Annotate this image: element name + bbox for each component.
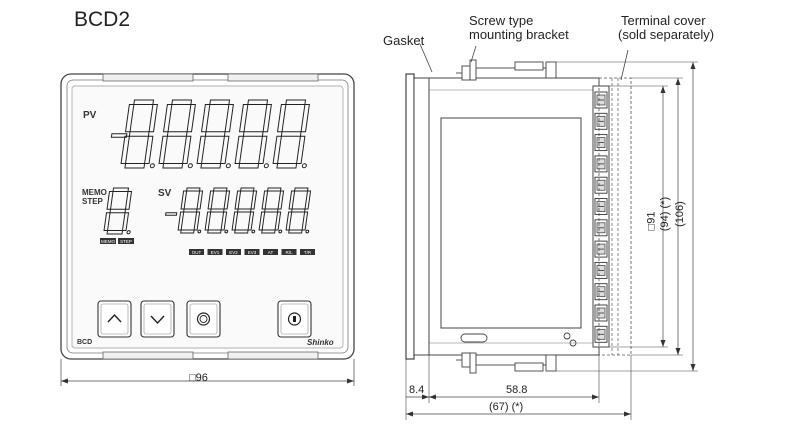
outer-height-dimension: (106) — [673, 201, 686, 227]
sv-digit-4 — [258, 187, 285, 234]
terminal-screw-11 — [594, 304, 608, 322]
pv-label: PV — [83, 110, 97, 121]
terminal-screw-8 — [594, 240, 608, 258]
bracket-leader — [470, 45, 477, 63]
terminal-screw-7 — [594, 219, 608, 237]
pv-digit-2 — [158, 99, 196, 169]
bracket-label-line2: mounting bracket — [469, 27, 569, 42]
indicator-step: STEP — [118, 238, 134, 244]
cover-label-line2: (sold separately) — [618, 27, 715, 42]
indicator-out: OUT — [189, 249, 204, 255]
memo-step-label: MEMO STEP — [82, 188, 107, 206]
pv-digit-3 — [196, 99, 234, 169]
side-label-window — [440, 117, 582, 329]
total-depth-dimension: (67) (*) — [489, 401, 524, 413]
sv-digit-3 — [231, 187, 258, 234]
down-key[interactable] — [140, 300, 175, 338]
terminal-screw-9 — [594, 261, 608, 279]
terminal-screw-4 — [594, 155, 608, 173]
front-bezel-inner — [66, 79, 349, 354]
svg-text:T/R: T/R — [304, 250, 312, 255]
gasket-label: Gasket — [383, 33, 425, 48]
sv-digit-2 — [204, 187, 231, 234]
pv-digit-1 — [120, 99, 158, 169]
front-clip-top-left — [102, 73, 194, 82]
svg-text:R/L: R/L — [285, 250, 293, 255]
cover-label-line1: Terminal cover — [621, 13, 706, 28]
terminal-screw-6 — [594, 198, 608, 215]
terminal-cover — [598, 77, 632, 356]
pv-display — [110, 99, 310, 169]
front-flange — [413, 77, 430, 356]
cover-leader — [620, 49, 629, 81]
pv-digit-5 — [272, 99, 310, 169]
memo-label: MEMO — [82, 188, 107, 197]
terminal-screw-3 — [594, 134, 608, 152]
indicator-t-r: T/R — [300, 249, 315, 255]
pv-digit-4 — [234, 99, 272, 169]
memo-step-display — [103, 187, 133, 235]
terminal-screws — [594, 91, 608, 343]
status-indicator-row: OUT EV1 EV2 EV3 AT R/L T/R — [189, 249, 315, 255]
indicator-ev1: EV1 — [207, 249, 223, 255]
front-clip-bottom-left — [102, 351, 194, 360]
side-slot — [460, 333, 488, 343]
terminal-block — [592, 85, 610, 348]
mode-key[interactable] — [186, 300, 221, 338]
gasket-depth-dimension: 8.4 — [409, 384, 425, 396]
gasket-outline — [405, 73, 415, 360]
terminal-screw-10 — [594, 283, 608, 301]
front-width-dimension: □96 — [189, 372, 208, 384]
indicator-at: AT — [263, 249, 278, 255]
sv-display — [164, 187, 312, 234]
svg-text:EV1: EV1 — [211, 250, 220, 255]
sv-digit-1 — [177, 187, 204, 234]
gasket-leader — [419, 43, 433, 73]
terminal-screw-12 — [594, 325, 608, 343]
indicator-memo: MEMO — [100, 238, 116, 244]
svg-text:MEMO: MEMO — [101, 239, 115, 244]
pv-minus-segment — [110, 133, 128, 138]
sv-minus-segment — [164, 212, 178, 216]
model-title: BCD2 — [74, 8, 131, 31]
svg-text:STEP: STEP — [120, 239, 132, 244]
front-clip-bottom-right — [227, 351, 319, 360]
memo-step-indicators: MEMO STEP — [100, 238, 134, 244]
front-clip-top-right — [227, 73, 319, 82]
svg-text:AT: AT — [268, 250, 274, 255]
brand-mark: Shinko — [307, 338, 334, 347]
indicator-ev2: EV2 — [226, 249, 241, 255]
body-depth-dimension: 58.8 — [506, 384, 528, 396]
fast-key[interactable] — [277, 300, 312, 338]
terminal-screw-2 — [594, 112, 608, 130]
up-key[interactable] — [97, 300, 132, 338]
svg-text:EV3: EV3 — [248, 250, 257, 255]
memo-digit — [103, 187, 133, 235]
inner-height-dimension: (94) (*) — [659, 196, 672, 232]
indicator-r-l: R/L — [281, 249, 297, 255]
mounting-bracket-top — [456, 59, 557, 81]
terminal-screw-1 — [594, 91, 608, 109]
svg-text:OUT: OUT — [192, 250, 202, 255]
sv-digit-5 — [285, 187, 312, 234]
sv-label: SV — [158, 188, 172, 199]
svg-text:EV2: EV2 — [229, 250, 238, 255]
bracket-label-line1: Screw type — [469, 13, 534, 28]
terminal-screw-5 — [594, 176, 608, 194]
cutout-dimension: □91 — [645, 211, 658, 231]
step-label: STEP — [82, 197, 103, 206]
model-mark: BCD — [77, 339, 93, 346]
mounting-bracket-bottom — [456, 352, 557, 374]
indicator-ev3: EV3 — [244, 249, 260, 255]
